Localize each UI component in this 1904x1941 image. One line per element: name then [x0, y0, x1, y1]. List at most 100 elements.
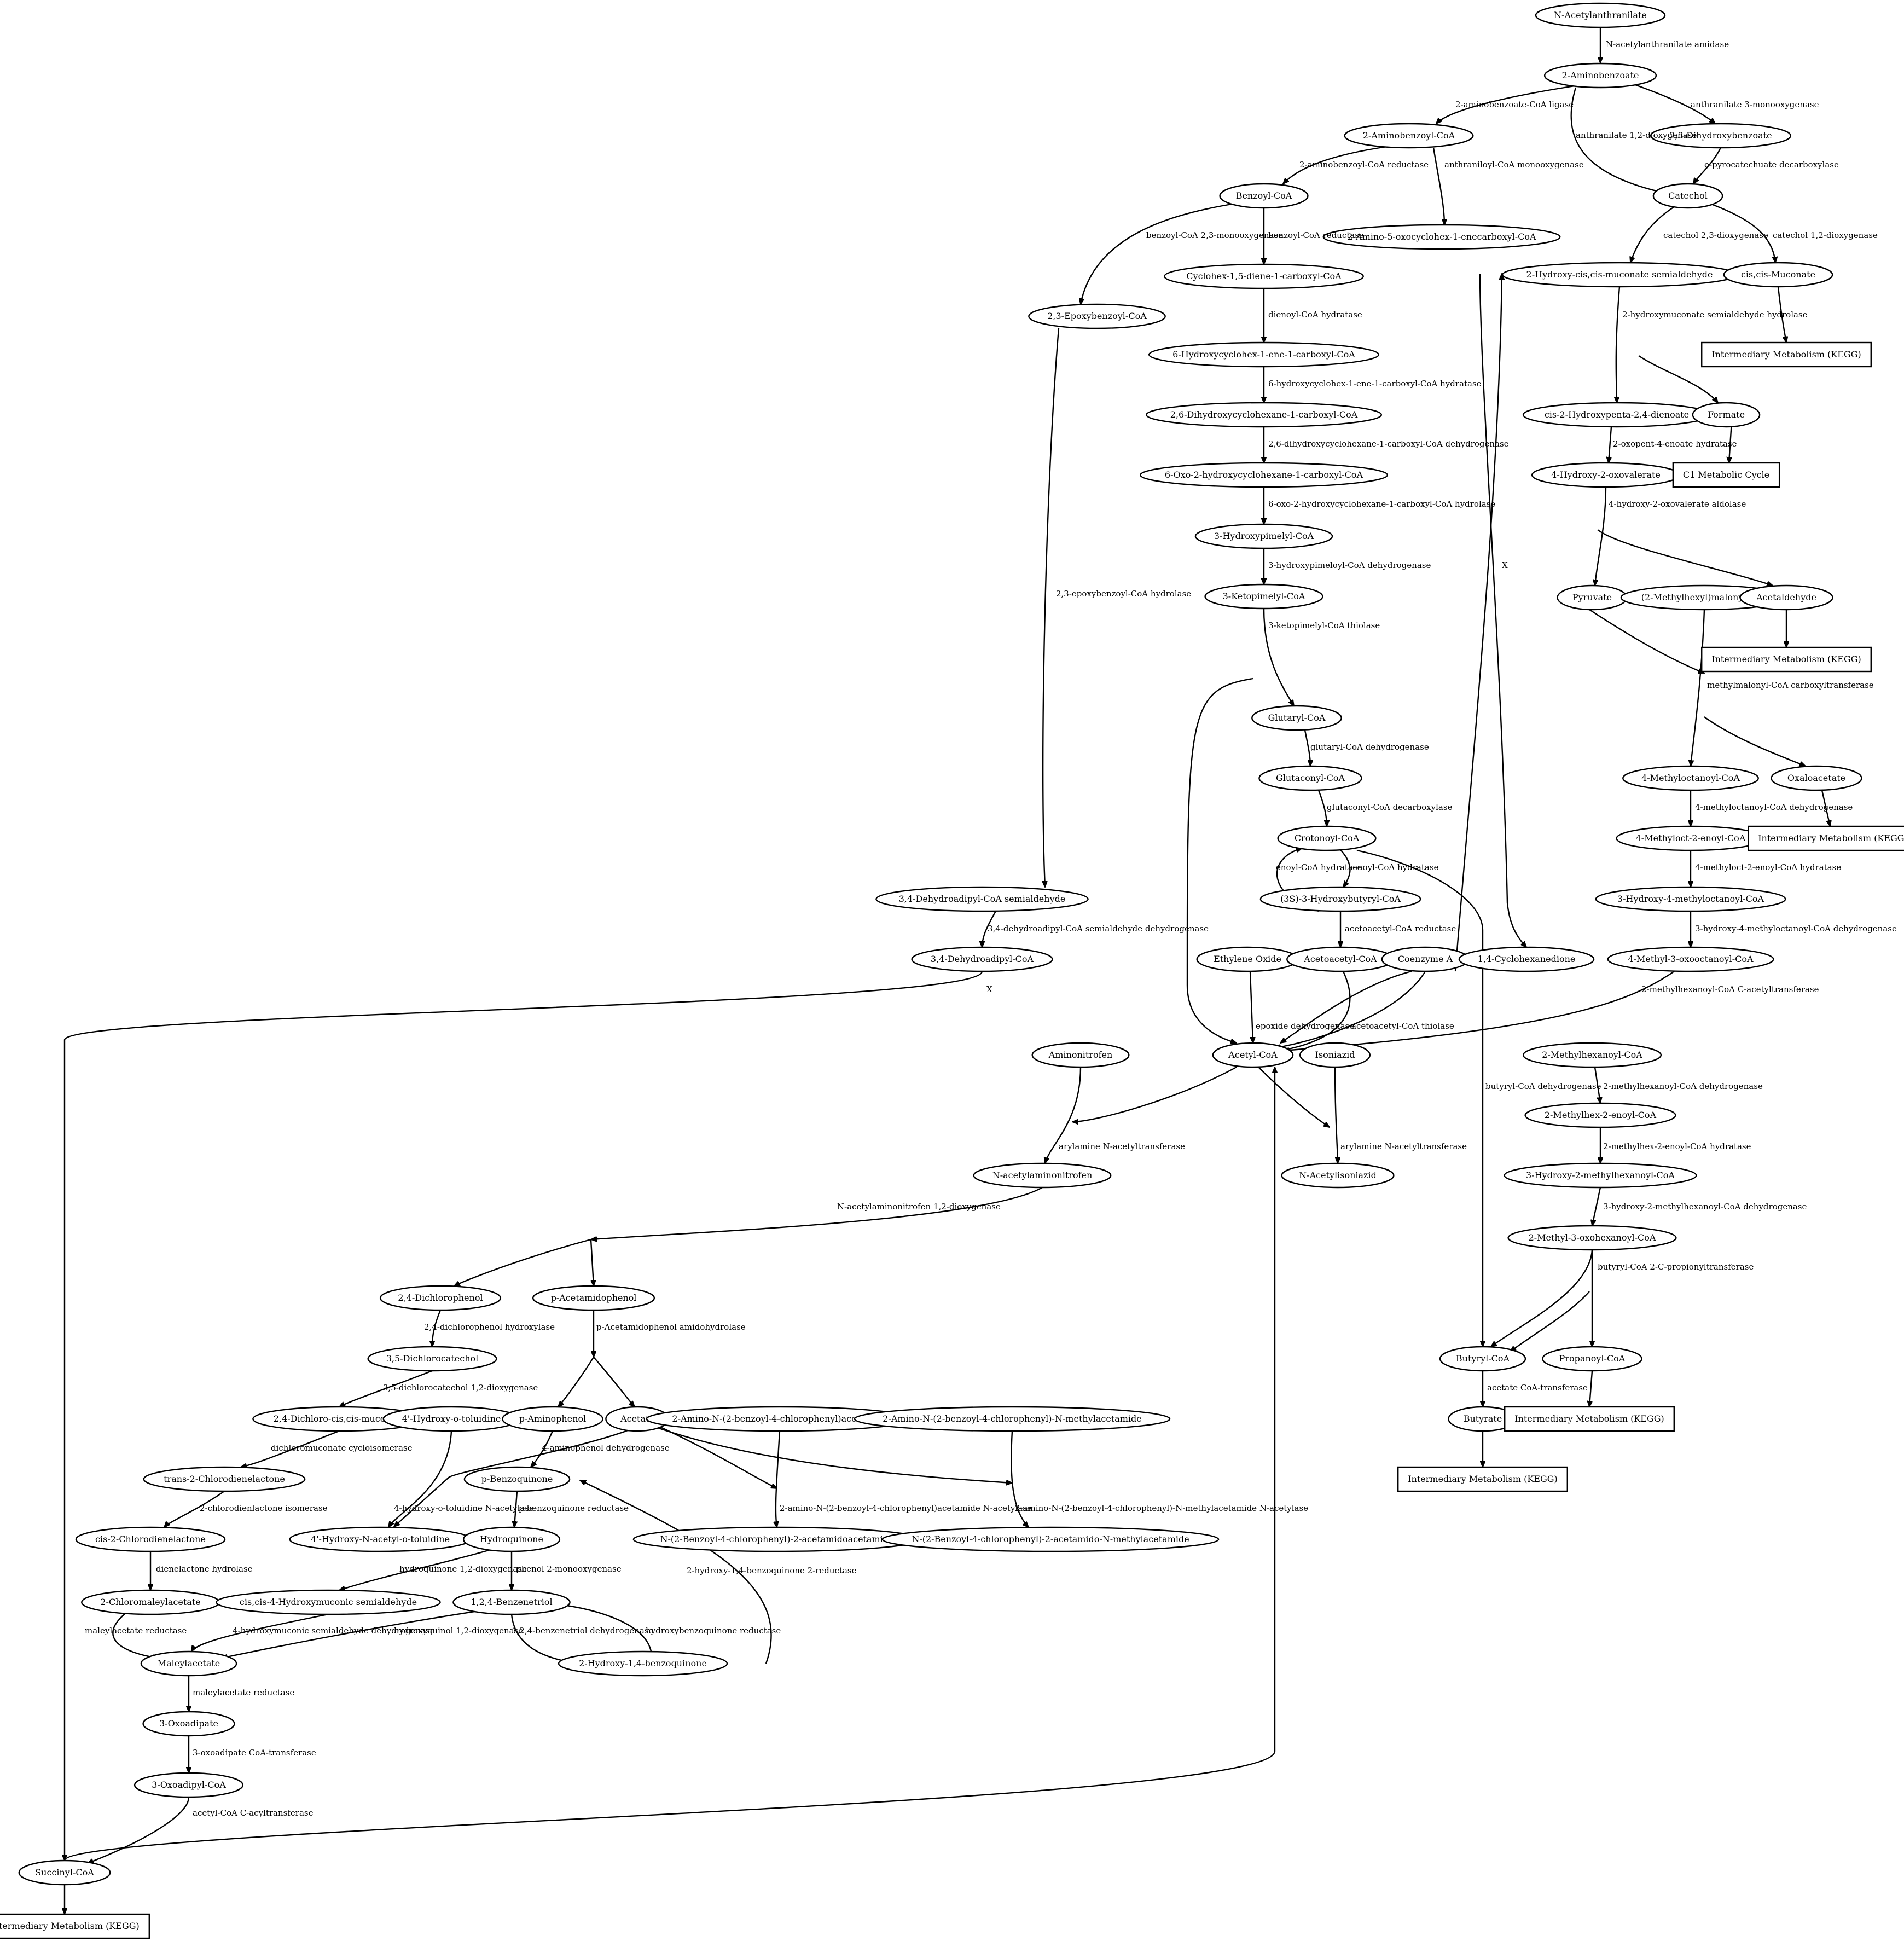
node-im_muconate: Intermediary Metabolism (KEGG) — [1701, 341, 1872, 368]
node-cyclohexdiene: Cyclohex-1,5-diene-1-carboxyl-CoA — [1164, 263, 1364, 289]
node-transchlorodienelactone: trans-2-Chlorodienelactone — [143, 1466, 306, 1492]
node-ellipse — [1258, 765, 1362, 791]
node-ellipse — [532, 1285, 655, 1311]
edge-x12 — [1589, 1370, 1593, 1407]
node-ellipse — [1650, 123, 1792, 149]
node-dihydroxybenzoate: 2,3-Dihydroxybenzoate — [1650, 123, 1792, 149]
node-label: cis,cis-4-Hydroxymuconic semialdehyde — [240, 1597, 417, 1607]
node-label: Butyrate — [1464, 1413, 1502, 1424]
node-acetaldehyde: Acetaldehyde — [1739, 584, 1833, 611]
node-acetoacetylcoa: Acetoacetyl-CoA — [1286, 946, 1395, 972]
node-label: Intermediary Metabolism (KEGG) — [0, 1921, 140, 1931]
node-hydroquinone: Hydroquinone — [462, 1526, 561, 1552]
edge-label-e17: 3-ketopimelyl-CoA thiolase — [1268, 621, 1380, 630]
node-label: cis-2-Chlorodienelactone — [95, 1534, 206, 1544]
node-ellipse — [18, 1859, 111, 1886]
node-butyrylcoa: Butyryl-CoA — [1439, 1346, 1526, 1372]
edge-label-e59: 2-hydroxy-1,4-benzoquinone 2-reductase — [687, 1566, 857, 1575]
edge-label-e60: maleylacetate reductase — [85, 1626, 187, 1636]
node-ellipse — [1771, 765, 1862, 791]
edge-e62 — [222, 1608, 493, 1658]
edge-e40 — [1594, 1067, 1600, 1103]
node-ellipse — [1535, 2, 1666, 28]
node-ellipse — [875, 886, 1089, 912]
edge-e17 — [1263, 608, 1294, 706]
node-ellipse — [1543, 62, 1657, 89]
edge-label-e46: p-Acetamidophenol amidohydrolase — [596, 1322, 746, 1332]
edge-x18 — [590, 1239, 594, 1286]
edge-label-e5: 2-aminobenzoyl-CoA reductase — [1299, 160, 1429, 170]
node-label: Intermediary Metabolism (KEGG) — [1514, 1413, 1664, 1424]
node-ellipse — [142, 1711, 235, 1737]
node-ellipse — [1219, 183, 1309, 209]
node-label: Intermediary Metabolism (KEGG) — [1408, 1474, 1558, 1484]
edge-e55 — [1011, 1430, 1029, 1527]
node-benzoylchlorophenylacetamidoacetamide: N-(2-Benzoyl-4-chlorophenyl)-2-acetamido… — [632, 1526, 921, 1552]
node-methylhexanoylcoa: 2-Methylhexanoyl-CoA — [1522, 1042, 1662, 1068]
node-label: 6-Oxo-2-hydroxycyclohexane-1-carboxyl-Co… — [1165, 470, 1363, 480]
node-label: Butyryl-CoA — [1456, 1353, 1510, 1364]
edge-label-e43: butyryl-CoA 2-C-propionyltransferase — [1598, 1262, 1754, 1272]
edge-label-e18: 2-hydroxymuconate semialdehyde hydrolase — [1622, 310, 1808, 320]
node-ellipse — [1031, 1042, 1130, 1068]
edge-e50 — [531, 1430, 554, 1467]
node-label: 2-Amino-5-oxocyclohex-1-enecarboxyl-CoA — [1347, 231, 1536, 242]
edge-label-e21: methylmalonyl-CoA carboxyltransferase — [1707, 680, 1874, 690]
node-label: trans-2-Chlorodienelactone — [164, 1474, 285, 1484]
edge-label-e29: 4-methyloctanoyl-CoA dehydrogenase — [1695, 802, 1853, 812]
edge-label-e22: 2,3-epoxybenzoyl-CoA hydrolase — [1056, 589, 1191, 599]
node-paminophenol: p-Aminophenol — [502, 1406, 603, 1432]
edge-label-e20: 4-hydroxy-2-oxovalerate aldolase — [1609, 499, 1746, 509]
edge-label-e51: 2-chlorodienlactone isomerase — [200, 1503, 328, 1513]
node-ellipse — [462, 1526, 561, 1552]
edge-label-e8: benzoyl-CoA 2,3-monooxygenase — [1146, 230, 1283, 240]
node-box — [0, 1913, 150, 1939]
edge-e4 — [1570, 87, 1663, 193]
edge-label-e2: 2-aminobenzoate-CoA ligase — [1455, 100, 1574, 109]
edge-e60 — [112, 1608, 159, 1658]
node-im_succinyl: Intermediary Metabolism (KEGG) — [0, 1913, 150, 1939]
node-label: p-Acetamidophenol — [551, 1293, 637, 1303]
edge-label-e42: 3-hydroxy-2-methylhexanoyl-CoA dehydroge… — [1603, 1202, 1807, 1212]
node-label: cis-2-Hydroxypenta-2,4-dienoate — [1545, 409, 1689, 420]
node-hydroxytoluidine: 4'-Hydroxy-o-toluidine — [382, 1406, 520, 1432]
node-oxaloacetate: Oxaloacetate — [1771, 765, 1862, 791]
edge-x24 — [394, 1429, 630, 1527]
edge-x22 — [651, 1422, 777, 1490]
edge-label-e6: anthraniloyl-CoA monooxygenase — [1444, 160, 1584, 170]
node-label: 2-Chloromaleylacetate — [100, 1597, 200, 1607]
edge-e27 — [1340, 849, 1351, 887]
node-label: 4'-Hydroxy-o-toluidine — [402, 1413, 501, 1424]
edge-label-e44: N-acetylaminonitrofen 1,2-dioxygenase — [837, 1202, 1001, 1212]
edge-label-e19: 2-oxopent-4-enoate hydratase — [1613, 439, 1737, 449]
edge-e64 — [550, 1603, 652, 1652]
edge-e42 — [1592, 1187, 1601, 1226]
node-propanoylcoa: Propanoyl-CoA — [1542, 1346, 1642, 1372]
node-ellipse — [1739, 584, 1833, 611]
node-cischlorodienelactone: cis-2-Chlorodienelactone — [75, 1526, 226, 1552]
edge-label-e57: hydroquinone 1,2-dioxygenase — [399, 1564, 527, 1574]
node-label: 3-Hydroxy-4-methyloctanoyl-CoA — [1617, 894, 1764, 904]
node-oxoadipylcoa: 3-Oxoadipyl-CoA — [133, 1772, 244, 1798]
node-label: 2,6-Dihydroxycyclohexane-1-carboxyl-CoA — [1170, 409, 1358, 420]
node-label: 3,4-Dehydroadipyl-CoA — [931, 954, 1034, 964]
node-label: 2,4-Dichloro-cis,cis-muconate — [274, 1413, 405, 1424]
node-aminobenzoate: 2-Aminobenzoate — [1543, 62, 1657, 89]
edge-label-e41: 2-methylhex-2-enoyl-CoA hydratase — [1603, 1142, 1751, 1151]
node-label: 6-Hydroxycyclohex-1-ene-1-carboxyl-CoA — [1172, 349, 1355, 360]
node-label: 3-Oxoadipate — [159, 1718, 218, 1729]
node-im_propanoyl: Intermediary Metabolism (KEGG) — [1504, 1406, 1675, 1432]
edge-x26 — [1479, 273, 1526, 947]
node-label: 2-Hydroxy-cis,cis-muconate semialdehyde — [1526, 269, 1713, 280]
edge-e25 — [1317, 790, 1327, 826]
node-label: 3-Hydroxypimelyl-CoA — [1214, 531, 1314, 541]
node-dichlorophenol: 2,4-Dichlorophenol — [379, 1285, 502, 1311]
edge-label-e53: p-benzoquinone reductase — [519, 1503, 629, 1513]
node-ellipse — [1259, 886, 1421, 912]
node-im_oxaloacetate: Intermediary Metabolism (KEGG) — [1748, 825, 1904, 851]
node-label: Crotonoyl-CoA — [1295, 833, 1360, 843]
node-methyloctanoylcoa: 4-Methyloctanoyl-CoA — [1622, 765, 1759, 791]
node-benzenetriol: 1,2,4-Benzenetriol — [452, 1589, 571, 1615]
node-label: 2,4-Dichlorophenol — [398, 1293, 483, 1303]
